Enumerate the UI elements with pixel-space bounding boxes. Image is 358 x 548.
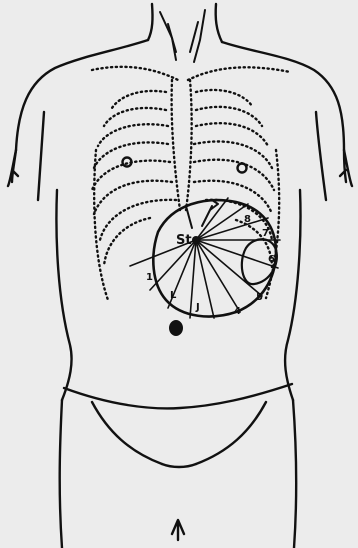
ray-line	[196, 198, 228, 240]
label-5: 5	[256, 292, 263, 303]
rib-right-1	[196, 90, 252, 106]
neck-left	[148, 4, 153, 40]
waist-crease	[64, 384, 292, 408]
rib-right-5	[194, 160, 274, 190]
rib-left-1	[112, 91, 166, 108]
neck-muscle-inner-left	[168, 24, 176, 52]
pubic-curve	[162, 464, 196, 467]
right-shoulder	[222, 42, 346, 182]
label-center: St	[176, 233, 192, 248]
rib-left-2	[104, 108, 166, 126]
right-hip	[293, 400, 296, 548]
rib-left-6	[94, 181, 172, 214]
torso-outline	[12, 4, 346, 548]
clavicle-right	[188, 67, 290, 80]
neck-muscles	[160, 10, 205, 62]
rib-right-6	[194, 181, 272, 214]
ray-line	[196, 240, 240, 312]
groin-line-right	[196, 402, 266, 464]
stomach-center-point	[192, 236, 200, 244]
left-arm-inner	[38, 112, 44, 200]
groin-line-left	[92, 402, 162, 464]
right-flank	[285, 190, 300, 400]
left-flank	[56, 190, 71, 400]
label-1: 1	[146, 272, 153, 283]
ray-line	[196, 218, 268, 240]
ray-line	[196, 240, 262, 296]
neck-muscle-inner-right	[190, 22, 198, 52]
sternum	[172, 80, 192, 210]
ribcage	[92, 67, 290, 300]
navel	[169, 320, 183, 336]
midline-bottom	[172, 520, 184, 540]
label-2: L	[170, 290, 177, 301]
label-3: J	[195, 302, 200, 313]
label-7: 7	[262, 228, 269, 239]
nipple-right	[238, 164, 247, 173]
rib-right-4	[194, 141, 272, 168]
left-hip	[60, 400, 62, 548]
clavicle-left	[92, 67, 178, 80]
label-4: 4	[234, 306, 241, 317]
right-arm-inner	[316, 112, 326, 200]
arms	[8, 112, 352, 200]
rib-left-8	[104, 218, 150, 266]
label-8: 8	[244, 214, 251, 225]
neck-muscle-left	[160, 12, 176, 60]
label-6: 6	[268, 254, 275, 265]
neck-right	[216, 4, 222, 42]
neck-muscle-right	[194, 10, 205, 62]
